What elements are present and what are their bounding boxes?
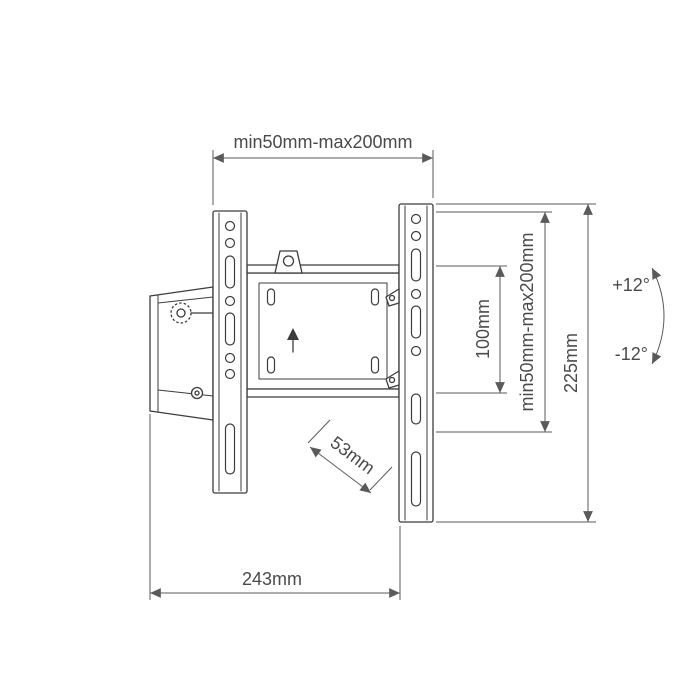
dim-top-span: min50mm-max200mm [212,132,434,205]
tilt-indicator: +12° -12° [612,267,665,365]
side-profile-arm [149,286,214,421]
dim-depth-label: 53mm [327,432,379,478]
dim-height: 225mm [436,203,596,523]
top-hook [274,250,303,274]
dim-depth: 53mm [307,419,393,494]
dim-height-label: 225mm [561,333,581,393]
right-rail [398,203,434,523]
dim-vertical-span: min50mm-max200mm [436,211,552,433]
dim-vertical-span-label: min50mm-max200mm [517,232,537,411]
bracket-drawing [149,203,434,523]
lower-screw [190,386,204,400]
up-arrow-icon [287,328,299,340]
tilt-up-label: +12° [612,275,650,295]
dim-width-label: 243mm [242,569,302,589]
tilt-down-label: -12° [615,344,648,364]
dim-width: 243mm [149,414,401,600]
wall-plate [246,264,400,398]
locking-clips [385,288,400,389]
dim-vesa-label: 100mm [473,299,493,359]
dim-top-span-label: min50mm-max200mm [233,132,412,152]
tilt-arrow-icon [651,267,665,365]
dim-vesa: 100mm [436,265,507,394]
left-rail [212,210,248,494]
